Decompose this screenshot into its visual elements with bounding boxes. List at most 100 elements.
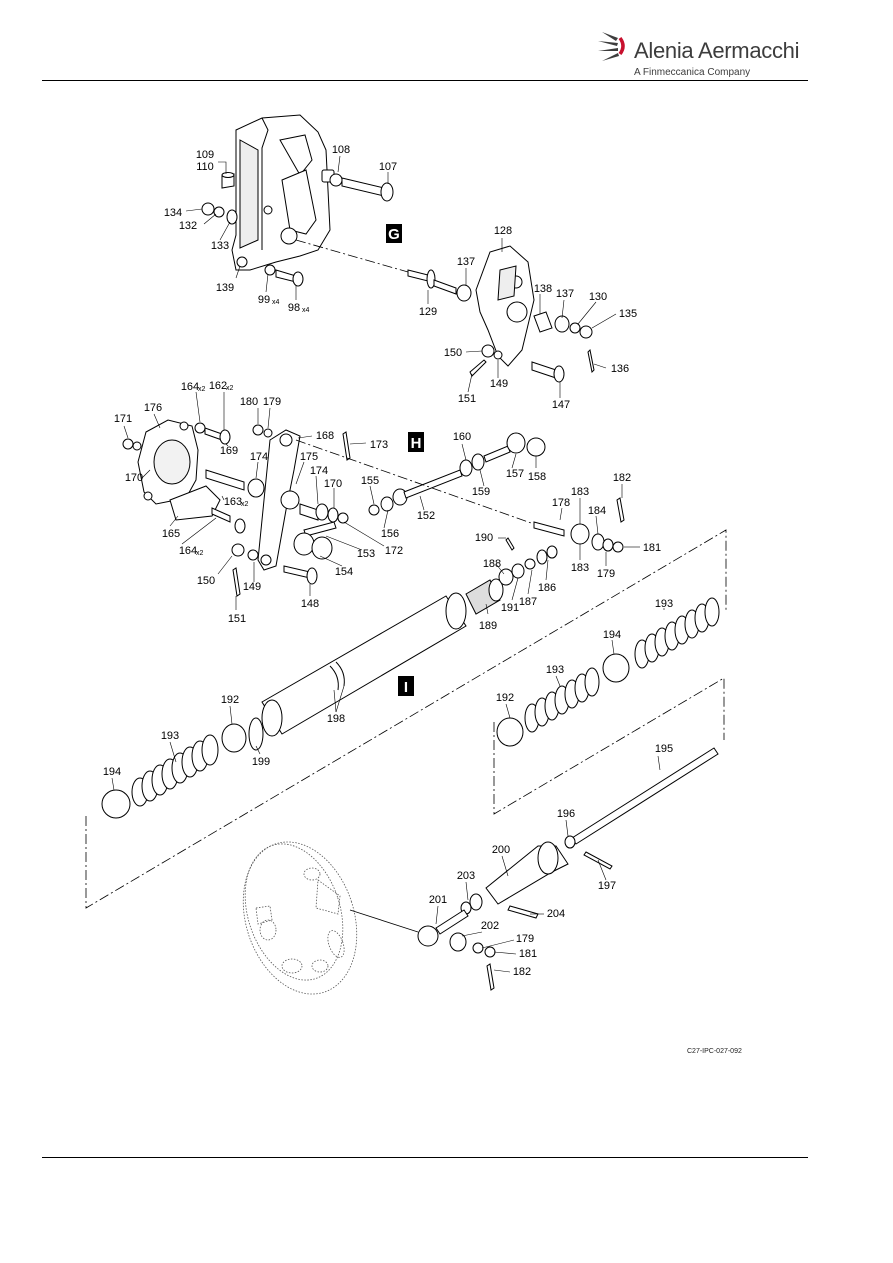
callout-147: 147 bbox=[552, 399, 570, 411]
callout-198: 198 bbox=[327, 713, 345, 725]
callout-157: 157 bbox=[506, 468, 524, 480]
callout-129: 129 bbox=[419, 306, 437, 318]
callout-169: 169 bbox=[220, 445, 238, 457]
callout-179-b: 179 bbox=[597, 568, 615, 580]
section-marker-g bbox=[386, 224, 402, 243]
callout-181-b: 181 bbox=[519, 948, 537, 960]
section-i-assembly bbox=[101, 537, 720, 991]
multiplier-164-a: x2 bbox=[198, 386, 206, 393]
callout-204: 204 bbox=[547, 908, 565, 920]
callout-151-b: 151 bbox=[228, 613, 246, 625]
section-markers: G H I bbox=[386, 224, 424, 696]
multiplier-99: x4 bbox=[272, 299, 280, 306]
company-subtitle: A Finmeccanica Company bbox=[634, 67, 751, 78]
section-marker-g-label: G bbox=[388, 226, 400, 243]
multiplier-164-b: x2 bbox=[196, 550, 204, 557]
company-name: Alenia Aermacchi bbox=[634, 38, 800, 63]
callout-150-b: 150 bbox=[197, 575, 215, 587]
callout-148: 148 bbox=[301, 598, 319, 610]
callout-153: 153 bbox=[357, 548, 375, 560]
callout-202: 202 bbox=[481, 920, 499, 932]
callout-176: 176 bbox=[144, 402, 162, 414]
callout-152: 152 bbox=[417, 510, 435, 522]
callout-135: 135 bbox=[619, 308, 637, 320]
multiplier-98: x4 bbox=[302, 307, 310, 314]
company-logo: Alenia Aermacchi A Finmeccanica Company bbox=[596, 24, 800, 80]
callout-labels: 107 108 109 110 134 132 133 139 99 x4 98… bbox=[103, 144, 673, 978]
callout-110: 110 bbox=[196, 161, 214, 173]
section-marker-i bbox=[398, 676, 414, 696]
callout-186: 186 bbox=[538, 582, 556, 594]
callout-172: 172 bbox=[385, 545, 403, 557]
leader-lines bbox=[111, 155, 665, 973]
section-marker-h bbox=[408, 432, 424, 452]
callout-184: 184 bbox=[588, 505, 606, 517]
callout-200: 200 bbox=[492, 844, 510, 856]
callout-192-b: 192 bbox=[221, 694, 239, 706]
callout-130: 130 bbox=[589, 291, 607, 303]
callout-170-b: 170 bbox=[125, 472, 143, 484]
callout-164-a: 164 bbox=[181, 381, 199, 393]
callout-134: 134 bbox=[164, 207, 182, 219]
figure-code: C27-IPC-027-092 bbox=[687, 1048, 742, 1055]
callout-182-b: 182 bbox=[513, 966, 531, 978]
header-rule bbox=[42, 80, 808, 81]
callout-150-a: 150 bbox=[444, 347, 462, 359]
callout-174-b: 174 bbox=[310, 465, 328, 477]
callout-171: 171 bbox=[114, 413, 132, 425]
section-marker-h-label: H bbox=[411, 435, 422, 452]
callout-190: 190 bbox=[475, 532, 493, 544]
callout-183-b: 183 bbox=[571, 562, 589, 574]
callout-99: 99 bbox=[258, 294, 270, 306]
callout-175: 175 bbox=[300, 451, 318, 463]
callout-201: 201 bbox=[429, 894, 447, 906]
callout-107: 107 bbox=[379, 161, 397, 173]
callout-182-a: 182 bbox=[613, 472, 631, 484]
callout-98: 98 bbox=[288, 302, 300, 314]
callout-139: 139 bbox=[216, 282, 234, 294]
section-g-assembly bbox=[201, 114, 595, 383]
callout-108: 108 bbox=[332, 144, 350, 156]
callout-136: 136 bbox=[611, 363, 629, 375]
callout-187: 187 bbox=[519, 596, 537, 608]
section-i-frames bbox=[85, 529, 727, 909]
callout-155: 155 bbox=[361, 475, 379, 487]
callout-138: 138 bbox=[534, 283, 552, 295]
callout-189: 189 bbox=[479, 620, 497, 632]
callout-195: 195 bbox=[655, 743, 673, 755]
callout-191: 191 bbox=[501, 602, 519, 614]
footer-rule bbox=[42, 1157, 808, 1158]
callout-156: 156 bbox=[381, 528, 399, 540]
callout-158: 158 bbox=[528, 471, 546, 483]
callout-159: 159 bbox=[472, 486, 490, 498]
multiplier-163: x2 bbox=[241, 501, 249, 508]
callout-196: 196 bbox=[557, 808, 575, 820]
callout-203: 203 bbox=[457, 870, 475, 882]
callout-194-a: 194 bbox=[603, 629, 621, 641]
multiplier-162: x2 bbox=[226, 385, 234, 392]
callout-173: 173 bbox=[370, 439, 388, 451]
callout-188: 188 bbox=[483, 558, 501, 570]
callout-179-c: 179 bbox=[516, 933, 534, 945]
callout-199: 199 bbox=[252, 756, 270, 768]
callout-149-a: 149 bbox=[490, 378, 508, 390]
reference-disc bbox=[242, 841, 358, 995]
callout-154: 154 bbox=[335, 566, 353, 578]
callout-192-a: 192 bbox=[496, 692, 514, 704]
logo-mark-icon bbox=[598, 32, 625, 61]
callout-179-a: 179 bbox=[263, 396, 281, 408]
callout-160: 160 bbox=[453, 431, 471, 443]
callout-178: 178 bbox=[552, 497, 570, 509]
callout-180: 180 bbox=[240, 396, 258, 408]
section-h-assembly bbox=[122, 419, 625, 597]
callout-163: 163 bbox=[224, 496, 242, 508]
callout-197: 197 bbox=[598, 880, 616, 892]
callout-193-b: 193 bbox=[546, 664, 564, 676]
callout-149-b: 149 bbox=[243, 581, 261, 593]
callout-137-a: 137 bbox=[457, 256, 475, 268]
callout-174-a: 174 bbox=[250, 451, 268, 463]
callout-181-a: 181 bbox=[643, 542, 661, 554]
callout-193-a: 193 bbox=[655, 598, 673, 610]
callout-128: 128 bbox=[494, 225, 512, 237]
